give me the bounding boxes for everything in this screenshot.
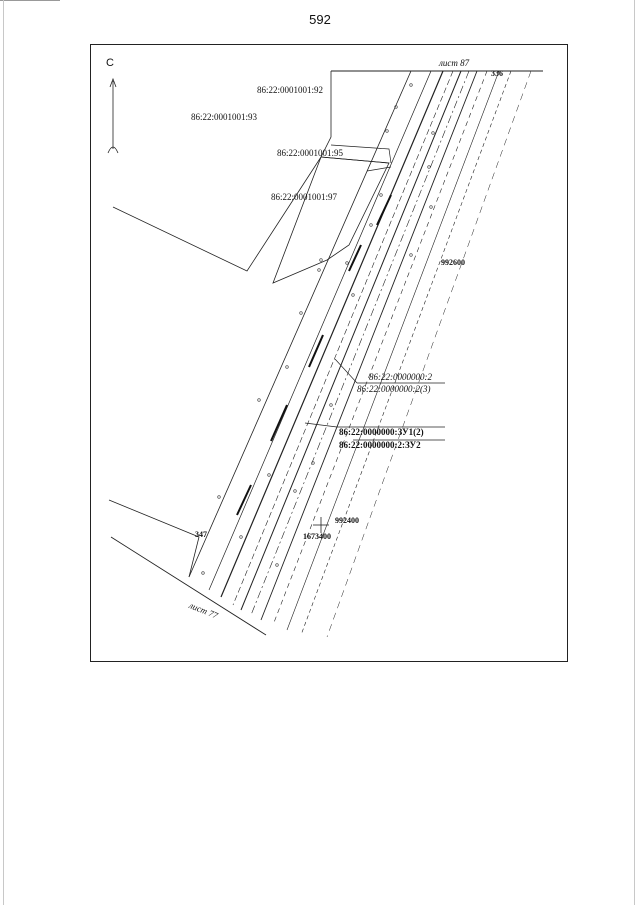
parcel-97-outline: [272, 156, 390, 284]
road-label-2-3: 86:22:0000000:2(3): [357, 384, 431, 394]
parcel-93-outline: [112, 156, 322, 272]
parcel-label-93: 86:22:0001001:93: [191, 112, 258, 122]
point-347: 347: [195, 530, 207, 539]
parcel-lower-left: [108, 499, 200, 578]
parcel-label-92: 86:22:0001001:92: [257, 85, 324, 95]
point-336: 336: [491, 69, 503, 78]
cadastral-map: [107, 70, 543, 638]
road-corridor: [188, 70, 532, 638]
parcel-label-97: 86:22:0001001:97: [271, 192, 338, 202]
grid-label-1673400: 1673400: [303, 532, 331, 541]
survey-points: [201, 83, 435, 575]
grid-cross-icon: [313, 517, 329, 533]
leader-lines: [304, 166, 445, 441]
parcel-label-95: 86:22:0001001:95: [277, 148, 344, 158]
page-edge-right: [634, 0, 635, 905]
road-label-2: 86:22:0000000:2: [369, 372, 432, 382]
page-number: 592: [309, 12, 331, 27]
page-edge-left: [3, 0, 4, 905]
parcel-95-outline: [330, 144, 392, 164]
grid-label-992600: 992600: [441, 258, 465, 267]
north-arrow-icon: [107, 77, 119, 154]
page-top-line: [0, 0, 60, 1]
sheet-boundary-bottom: [110, 536, 267, 636]
zu2-label: 86:22:0000000:2:ЗУ2: [339, 440, 421, 450]
sheet-label-top: лист 87: [439, 58, 470, 68]
corridor-heavy-segments: [236, 194, 392, 516]
north-label: С: [106, 57, 114, 69]
zu1-label: 86:22:0000000:ЗУ1(2): [339, 427, 424, 437]
grid-label-992400: 992400: [335, 516, 359, 525]
map-frame: С лист 87 лист 77 336 347 86:22:0001001:…: [90, 44, 568, 662]
